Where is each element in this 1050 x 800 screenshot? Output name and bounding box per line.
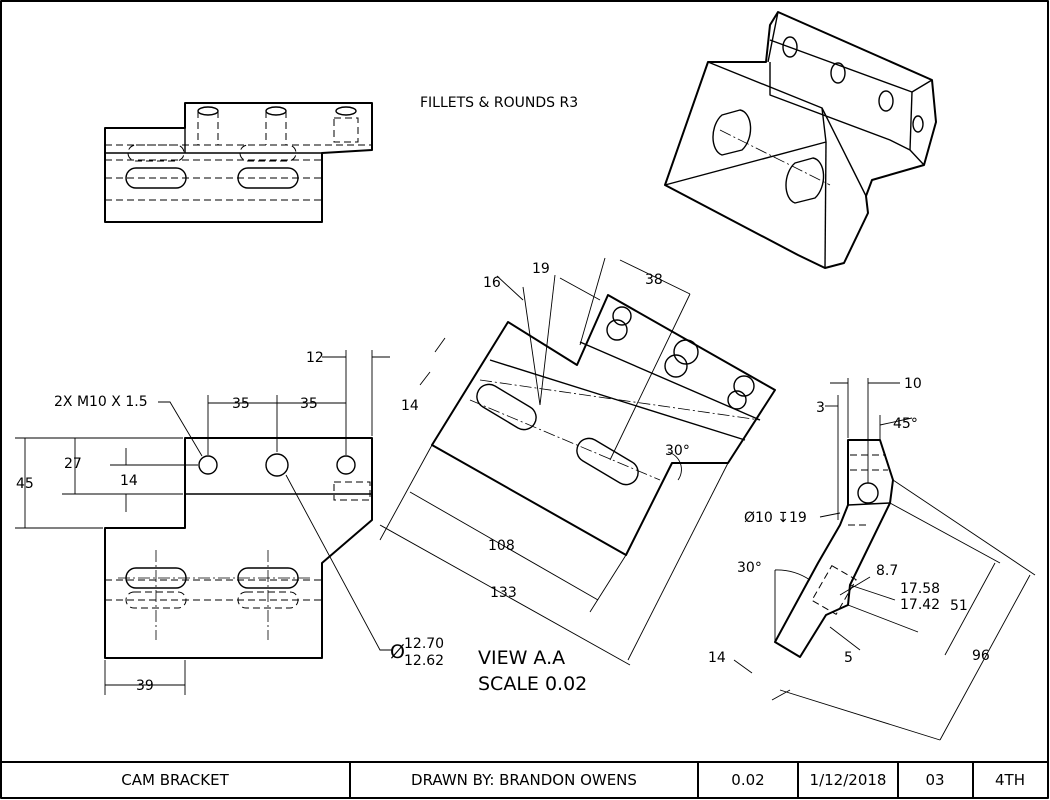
top-view — [104, 102, 373, 223]
view-scale: SCALE 0.02 — [478, 673, 587, 695]
title-period: 4TH — [995, 771, 1025, 789]
dim-10: 10 — [904, 376, 922, 392]
hole-dia-lower: 12.62 — [404, 653, 444, 669]
dim-39: 39 — [136, 678, 154, 694]
front-view — [15, 350, 392, 695]
dim-35-right: 35 — [300, 396, 318, 412]
thread-callout: 2X M10 X 1.5 — [54, 394, 148, 410]
dim-3: 3 — [816, 400, 825, 416]
title-drawn-by: DRAWN BY: BRANDON OWENS — [411, 771, 637, 789]
view-aa — [379, 257, 776, 666]
title-name: CAM BRACKET — [121, 771, 229, 789]
fillets-note: FILLETS & ROUNDS R3 — [420, 95, 578, 111]
dim-38: 38 — [645, 272, 663, 288]
dim-5: 5 — [844, 650, 853, 666]
dim-17-58: 17.58 — [900, 581, 940, 597]
title-number: 03 — [925, 771, 944, 789]
dim-17-42: 17.42 — [900, 597, 940, 613]
title-scale: 0.02 — [731, 771, 764, 789]
dim-27: 27 — [64, 456, 82, 472]
dim-14-view-aa: 14 — [401, 398, 419, 414]
dim-30-view-aa: 30° — [665, 443, 690, 459]
dim-19: 19 — [532, 261, 550, 277]
title-block — [1, 761, 1048, 798]
view-title: VIEW A.A — [478, 647, 565, 669]
dim-14-side: 14 — [708, 650, 726, 666]
dia-symbol: Ø — [390, 641, 405, 663]
dim-12: 12 — [306, 350, 324, 366]
isometric-view — [664, 11, 937, 269]
dim-16: 16 — [483, 275, 501, 291]
hole-dia-upper: 12.70 — [404, 636, 444, 652]
dim-30-deg-side: 30° — [737, 560, 762, 576]
dim-108: 108 — [488, 538, 515, 554]
dim-8-7: 8.7 — [876, 563, 898, 579]
title-date: 1/12/2018 — [810, 771, 887, 789]
dim-133: 133 — [490, 585, 517, 601]
depth-callout: Ø10 ↧19 — [744, 510, 807, 526]
side-view — [733, 378, 1036, 741]
dim-96: 96 — [972, 648, 990, 664]
dim-14: 14 — [120, 473, 138, 489]
dim-35-left: 35 — [232, 396, 250, 412]
dim-45: 45 — [16, 476, 34, 492]
dim-45-deg: 45° — [893, 416, 918, 432]
dim-51: 51 — [950, 598, 968, 614]
